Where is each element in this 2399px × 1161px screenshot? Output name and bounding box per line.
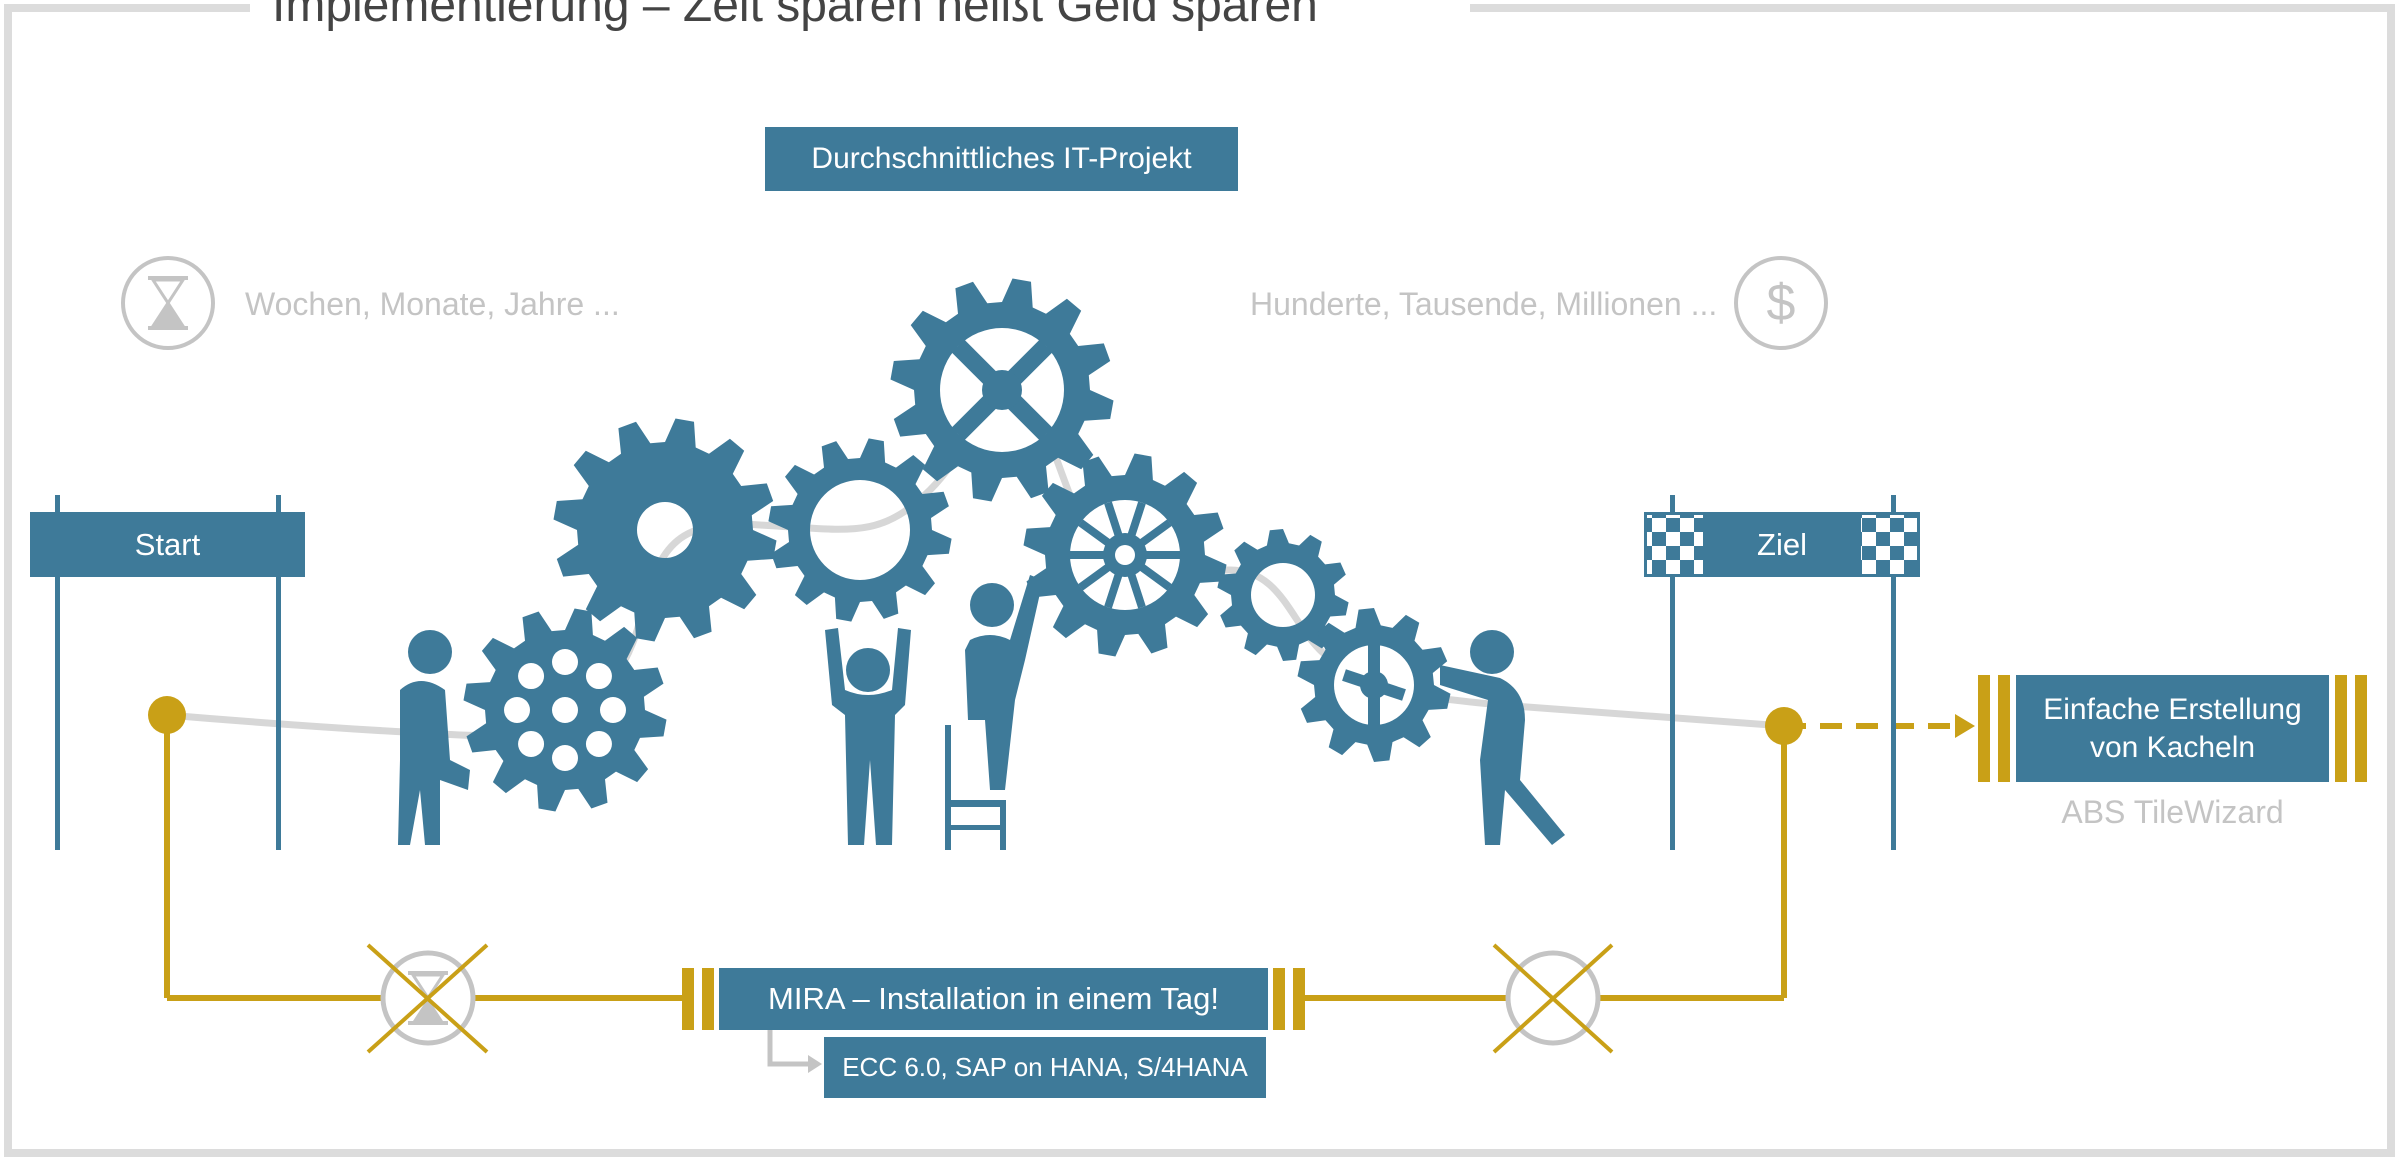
gear-detail (552, 649, 578, 675)
dollar-symbol: $ (1766, 274, 1796, 332)
gear-icon (1217, 529, 1349, 661)
gear-detail (585, 663, 612, 690)
tile-wizard-box (1978, 675, 2367, 782)
gear-icon (768, 438, 952, 622)
mira-box (682, 968, 1305, 1030)
hourglass-icon (121, 256, 215, 350)
project-label: Durchschnittliches IT-Projekt (811, 142, 1192, 175)
gear-detail (552, 745, 578, 771)
start-gate (30, 495, 305, 850)
gear-detail (600, 697, 626, 723)
tile-label-line2: von Kacheln (2089, 730, 2256, 764)
goal-gate (1644, 495, 1920, 850)
gear-detail (518, 730, 545, 757)
project-label-box (765, 127, 1238, 191)
end-node (1765, 707, 1803, 745)
goal-label: Ziel (1757, 526, 1807, 562)
cost-text: Hunderte, Tausende, Millionen ... (1250, 286, 1718, 322)
start-label: Start (134, 526, 201, 562)
person-icon (825, 628, 911, 845)
time-text: Wochen, Monate, Jahre ... (245, 286, 620, 322)
gear-detail (1360, 671, 1388, 699)
checkered-flag-icon (1861, 515, 1917, 574)
dollar-icon (1734, 256, 1828, 350)
page-title: Implementierung – Zeit sparen heißt Geld… (272, 0, 1318, 32)
tile-label: Einfache Erstellung von Kacheln (2016, 675, 2329, 782)
gear-detail (552, 697, 578, 723)
person-icon (945, 575, 1043, 850)
crossed-hourglass-icon (366, 943, 489, 1054)
mira-label: MIRA – Installation in einem Tag! (768, 981, 1219, 1016)
gear-detail (504, 697, 530, 723)
crossed-dollar-icon (1492, 943, 1614, 1054)
tile-product: ABS TileWizard (2061, 794, 2284, 830)
frame-border (4, 4, 2395, 1157)
dashed-arrow (1784, 714, 1975, 738)
gear-detail (982, 370, 1022, 410)
people-group (398, 575, 1565, 850)
systems-box (824, 1037, 1266, 1098)
gear-detail (1115, 545, 1135, 565)
systems-connector (767, 1030, 822, 1073)
person-icon (398, 630, 470, 845)
tile-label-line1: Einfache Erstellung (2043, 692, 2302, 726)
gear-icon (553, 418, 777, 642)
start-node (148, 696, 186, 734)
gear-detail (585, 730, 612, 757)
person-icon (1440, 630, 1565, 845)
gear-detail (518, 663, 545, 690)
gears-group (463, 278, 1451, 812)
checkered-flag-icon (1647, 515, 1703, 574)
systems-label: ECC 6.0, SAP on HANA, S/4HANA (842, 1052, 1248, 1082)
